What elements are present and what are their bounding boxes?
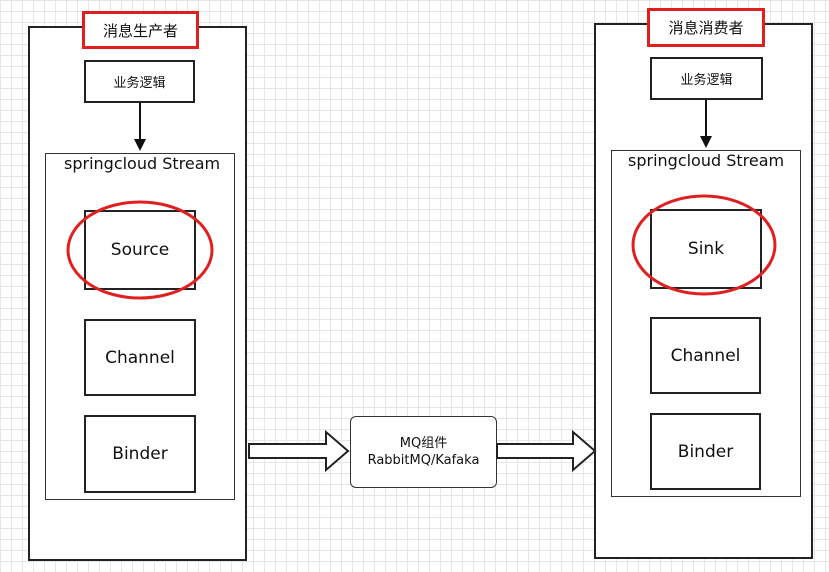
producer-binder-box: Binder (84, 415, 196, 493)
producer-channel-box: Channel (84, 319, 196, 396)
mq-brokers-label: RabbitMQ/Kafaka (367, 453, 480, 468)
sink-highlight-ellipse (631, 194, 777, 296)
producer-logic-to-stream-arrow (134, 103, 146, 151)
mq-component-box: MQ组件 RabbitMQ/Kafaka (350, 416, 497, 488)
producer-to-mq-arrow (248, 429, 350, 473)
producer-stream-label: springcloud Stream (64, 154, 221, 173)
mq-to-consumer-arrow (496, 429, 597, 473)
producer-business-logic: 业务逻辑 (84, 60, 195, 103)
consumer-business-logic: 业务逻辑 (650, 57, 763, 100)
source-highlight-ellipse (66, 200, 214, 300)
producer-title: 消息生产者 (82, 11, 199, 49)
consumer-stream-label: springcloud Stream (628, 151, 785, 170)
mq-label: MQ组件 (399, 436, 448, 451)
source-box: Source (84, 210, 196, 290)
consumer-channel-box: Channel (650, 317, 761, 394)
sink-box: Sink (650, 209, 762, 289)
consumer-logic-to-stream-arrow (700, 100, 712, 148)
consumer-title: 消息消费者 (647, 8, 765, 47)
consumer-binder-box: Binder (650, 413, 761, 490)
